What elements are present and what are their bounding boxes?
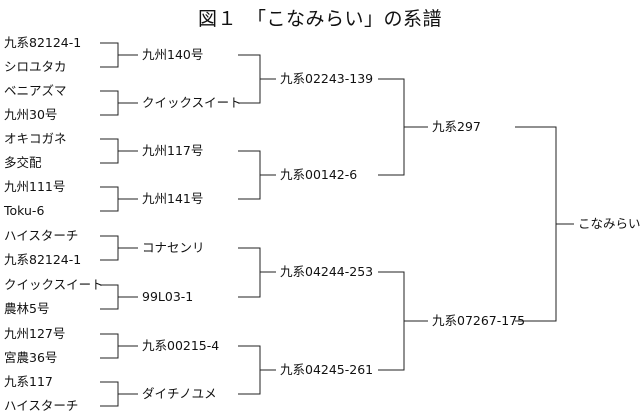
pedigree-node: 九州111号 xyxy=(4,179,66,194)
pedigree-node: 九系82124-1 xyxy=(4,252,82,267)
pedigree-node: 99L03-1 xyxy=(142,289,194,304)
pedigree-node: クイックスイート xyxy=(142,95,242,110)
bracket xyxy=(100,333,138,359)
pedigree-node: 九系04244-253 xyxy=(280,264,374,279)
pedigree-node: 九州141号 xyxy=(142,191,204,206)
bracket xyxy=(238,54,276,104)
pedigree-node: 九州127号 xyxy=(4,326,66,341)
pedigree-root: こなみらい xyxy=(578,216,640,231)
pedigree-node: 九系00215-4 xyxy=(142,338,220,353)
pedigree-node: クイックスイート xyxy=(4,277,104,292)
pedigree-node: 多交配 xyxy=(4,155,42,170)
pedigree-node: 九州117号 xyxy=(142,143,204,158)
pedigree-node: ベニアズマ xyxy=(4,83,67,98)
bracket xyxy=(238,345,276,395)
bracket xyxy=(100,138,138,164)
bracket xyxy=(515,126,574,322)
bracket xyxy=(100,90,138,116)
bracket xyxy=(100,235,138,261)
pedigree-node: 九州30号 xyxy=(4,107,58,122)
pedigree-node: 九系297 xyxy=(432,119,481,134)
pedigree-node: シロユタカ xyxy=(4,59,67,74)
pedigree-node: 九系117 xyxy=(4,374,53,389)
pedigree-node: ハイスターチ xyxy=(4,228,79,243)
bracket xyxy=(238,247,276,298)
pedigree-node: 九系82124-1 xyxy=(4,35,82,50)
pedigree-node: コナセンリ xyxy=(142,240,205,255)
bracket xyxy=(100,42,138,68)
pedigree-node: Toku-6 xyxy=(4,203,45,218)
pedigree-node: ハイスターチ xyxy=(4,398,79,413)
pedigree-node: 宮農36号 xyxy=(4,350,58,365)
bracket xyxy=(238,150,276,200)
pedigree-node: 九系04245-261 xyxy=(280,362,374,377)
bracket xyxy=(100,186,138,212)
pedigree-node: 九州140号 xyxy=(142,47,204,62)
bracket xyxy=(100,284,138,310)
bracket xyxy=(378,78,428,176)
pedigree-node: 九系02243-139 xyxy=(280,71,374,86)
bracket xyxy=(100,381,138,407)
bracket xyxy=(378,271,428,371)
diagram-title: 図１ 「こなみらい」の系譜 xyxy=(197,8,442,30)
pedigree-node: オキコガネ xyxy=(4,131,67,146)
pedigree-node: 九系00142-6 xyxy=(280,167,358,182)
pedigree-node: ダイチノユメ xyxy=(142,386,217,401)
pedigree-node: 九系07267-175 xyxy=(432,313,526,328)
pedigree-node: 農林5号 xyxy=(4,301,50,316)
